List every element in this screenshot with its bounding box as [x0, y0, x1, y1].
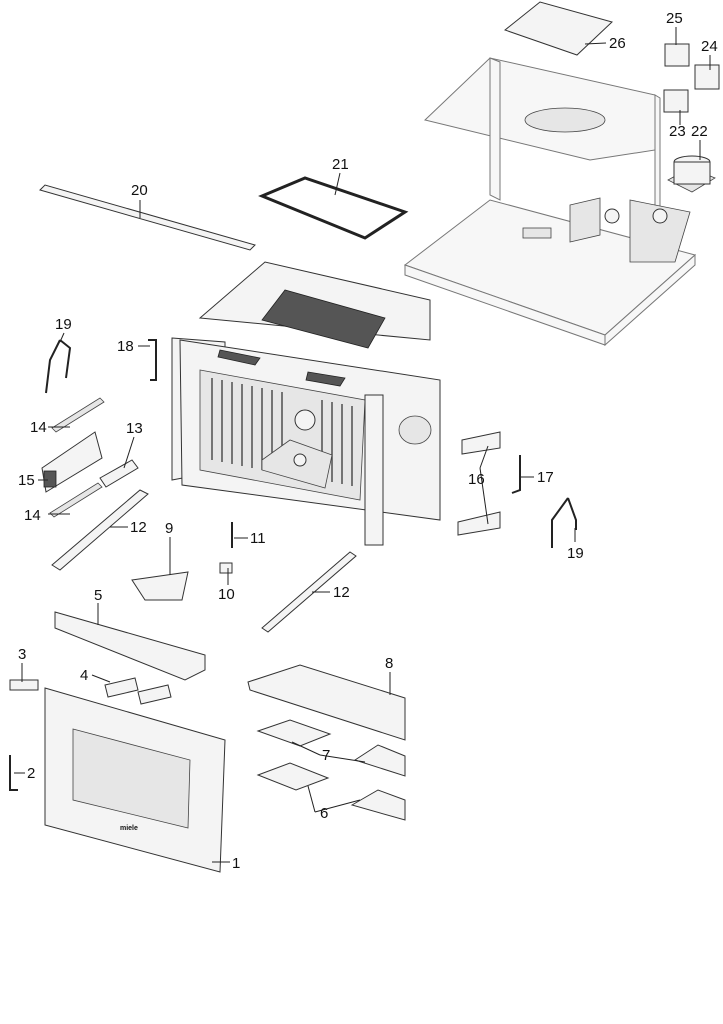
label-25: 25: [666, 10, 683, 27]
tray-8: [247, 664, 406, 741]
bracket-18: [148, 339, 157, 381]
hook-19-left: [45, 339, 72, 394]
panel-13: [99, 459, 139, 488]
hood-frame: [403, 57, 697, 347]
hinge-16-lower: [457, 511, 501, 536]
label-5: 5: [94, 587, 102, 604]
panel-7a: [256, 719, 332, 747]
hinge-16-upper: [461, 431, 501, 455]
label-24: 24: [701, 38, 718, 55]
svg-text:miele: miele: [120, 825, 138, 832]
label-8: 8: [385, 655, 393, 672]
bracket-17: [511, 455, 521, 494]
clip-10: [219, 562, 233, 574]
label-18: 18: [117, 338, 134, 355]
label-10: 10: [218, 586, 235, 603]
label-6: 6: [320, 805, 328, 822]
label-21: 21: [332, 156, 349, 173]
bracket-2: [9, 755, 18, 791]
panel-7b: [353, 744, 406, 777]
label-26: 26: [609, 35, 626, 52]
rail-14-bottom: [49, 482, 103, 518]
label-17: 17: [537, 469, 554, 486]
label-12-left: 12: [130, 519, 147, 536]
tile-4a: [104, 677, 139, 698]
oven-body: [171, 261, 441, 546]
label-15: 15: [18, 472, 35, 489]
part-labels: 1 2 3 4 5 6 7 8 9 10 11 12 12 13 14 14 1…: [18, 10, 718, 872]
label-22: 22: [691, 123, 708, 140]
label-23: 23: [669, 123, 686, 140]
panel-6a: [256, 762, 330, 791]
label-19-right: 19: [567, 545, 584, 562]
label-3: 3: [18, 646, 26, 663]
label-16: 16: [468, 471, 485, 488]
runner-12-right: [261, 551, 357, 633]
seal-part: [258, 176, 409, 240]
label-14-bottom: 14: [24, 507, 41, 524]
label-9: 9: [165, 520, 173, 537]
runner-12-left: [51, 489, 149, 571]
bracket-3: [9, 679, 39, 691]
label-14-top: 14: [30, 419, 47, 436]
label-11: 11: [250, 530, 266, 547]
module-15-grille: [43, 470, 57, 488]
leader-lines: [14, 27, 711, 863]
label-4: 4: [80, 667, 88, 684]
brackets-group: [663, 43, 720, 113]
label-20: 20: [131, 182, 148, 199]
label-12-right: 12: [333, 584, 350, 601]
label-1: 1: [232, 855, 240, 872]
top-plate-part: [503, 1, 613, 56]
hook-19-right: [551, 497, 577, 548]
door-1: miele: [44, 687, 226, 873]
basket-9: [131, 571, 189, 601]
collar-part: [667, 155, 716, 193]
rail-14-top: [51, 397, 105, 433]
panel-6b: [350, 789, 406, 821]
rod-part: [39, 184, 256, 251]
label-19-left: 19: [55, 316, 72, 333]
trim-5: [54, 611, 206, 681]
label-2: 2: [27, 765, 35, 782]
label-13: 13: [126, 420, 143, 437]
tile-4b: [137, 684, 172, 705]
label-7: 7: [322, 747, 330, 764]
